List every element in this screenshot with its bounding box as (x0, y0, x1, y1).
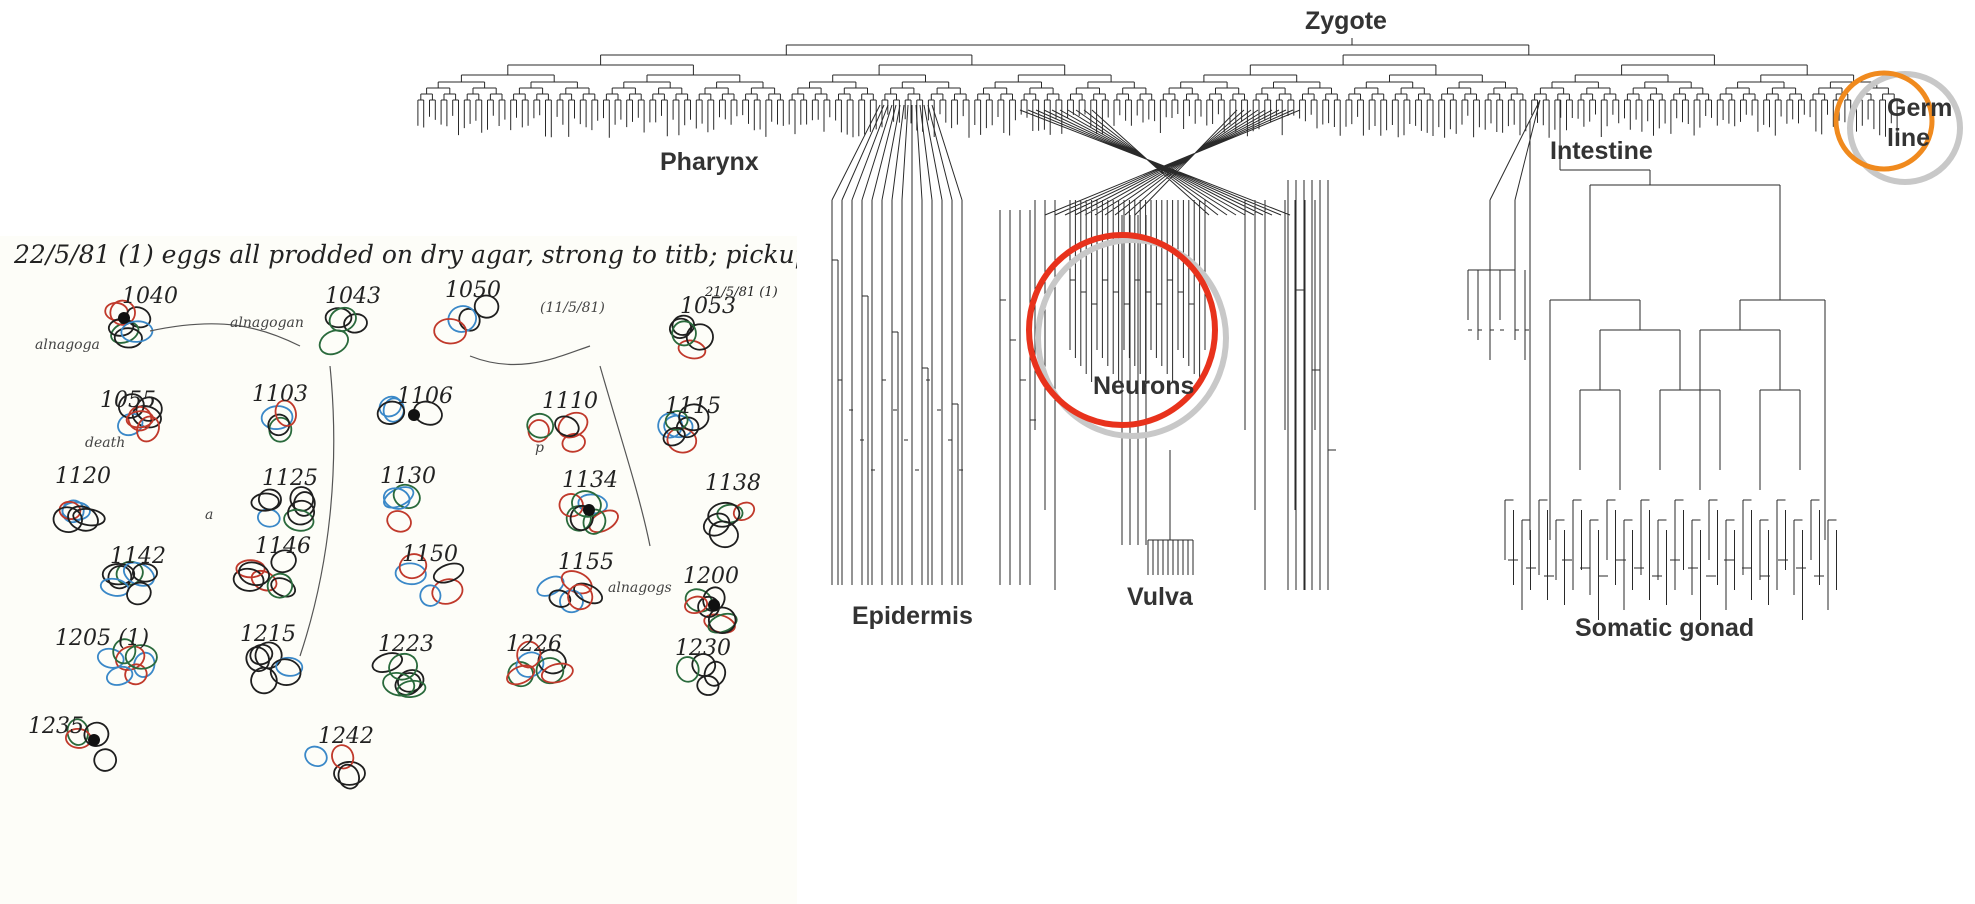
notebook-annotation: death (85, 436, 125, 450)
notebook-cell-sketch (316, 304, 369, 359)
zygote-label: Zygote (1305, 9, 1387, 34)
lineage-tree-top (418, 38, 1897, 138)
notebook-header: 22/5/81 (1) eggs all prodded on dry agar… (14, 242, 797, 267)
notebook-cell-label: 1043 (325, 286, 381, 308)
notebook-annotation: p (535, 441, 544, 455)
notebook-cell-label: 1226 (506, 634, 562, 656)
notebook-annotation: (11/5/81) (540, 301, 605, 315)
lineage-tree-lower (832, 100, 1837, 620)
lineage-tree-top-lines (418, 38, 1897, 138)
notebook-annotation: alnagoga (35, 338, 100, 352)
notebook-cell-label: 1040 (122, 286, 178, 308)
notebook-cell-label: 1235 (28, 716, 84, 738)
lineage-notebook-photo: 22/5/81 (1) eggs all prodded on dry agar… (0, 236, 797, 904)
notebook-cell-label: 1155 (558, 552, 614, 574)
notebook-cell-label: 1150 (402, 544, 458, 566)
notebook-cell-label: 1103 (252, 384, 308, 406)
notebook-cell-label: 1110 (542, 391, 598, 413)
notebook-cell-sketch (302, 742, 365, 792)
notebook-cell-label: 1142 (110, 546, 166, 568)
notebook-cell-sketch (557, 487, 622, 536)
lineage-tree-lower-lines (832, 100, 1837, 620)
notebook-cell-sketch (682, 584, 739, 637)
notebook-annotation: alnagogan (230, 316, 304, 330)
notebook-cell-label: 1223 (378, 634, 434, 656)
intestine-label: Intestine (1550, 139, 1653, 164)
somatic-gonad-label: Somatic gonad (1575, 616, 1754, 641)
notebook-annotation: a (205, 508, 213, 522)
epidermis-label: Epidermis (852, 604, 973, 629)
notebook-cell-label: 1130 (380, 466, 436, 488)
notebook-cell-label: 1138 (705, 473, 761, 495)
notebook-cell-label: 1230 (675, 638, 731, 660)
notebook-cell-label: 1053 (680, 296, 736, 318)
notebook-sketches (0, 236, 797, 904)
notebook-cell-label: 1125 (262, 468, 318, 490)
notebook-cell-sketch (52, 497, 106, 535)
notebook-cell-label: 1115 (665, 396, 721, 418)
notebook-cell-label: 1120 (55, 466, 111, 488)
notebook-cell-label: 1215 (240, 624, 296, 646)
notebook-cell-label: 1200 (683, 566, 739, 588)
notebook-annotation: alnagogs (608, 581, 672, 595)
notebook-cell-label: 1242 (318, 726, 374, 748)
notebook-cell-label: 1205 (1) (55, 628, 149, 650)
notebook-cell-sketch (668, 314, 715, 361)
neurons-label: Neurons (1093, 374, 1194, 399)
notebook-cell-label: 1134 (562, 470, 618, 492)
notebook-cell-label: 1055 (100, 390, 156, 412)
germ-line-label-1: Germ (1887, 96, 1952, 121)
germ-line-label-2: line (1887, 126, 1930, 151)
pharynx-label: Pharynx (660, 150, 759, 175)
notebook-cell-sketch (700, 499, 757, 551)
notebook-cell-label: 1050 (445, 280, 501, 302)
notebook-cell-label: 1106 (397, 386, 453, 408)
notebook-cell-label: 1146 (255, 536, 311, 558)
vulva-label: Vulva (1127, 585, 1193, 610)
